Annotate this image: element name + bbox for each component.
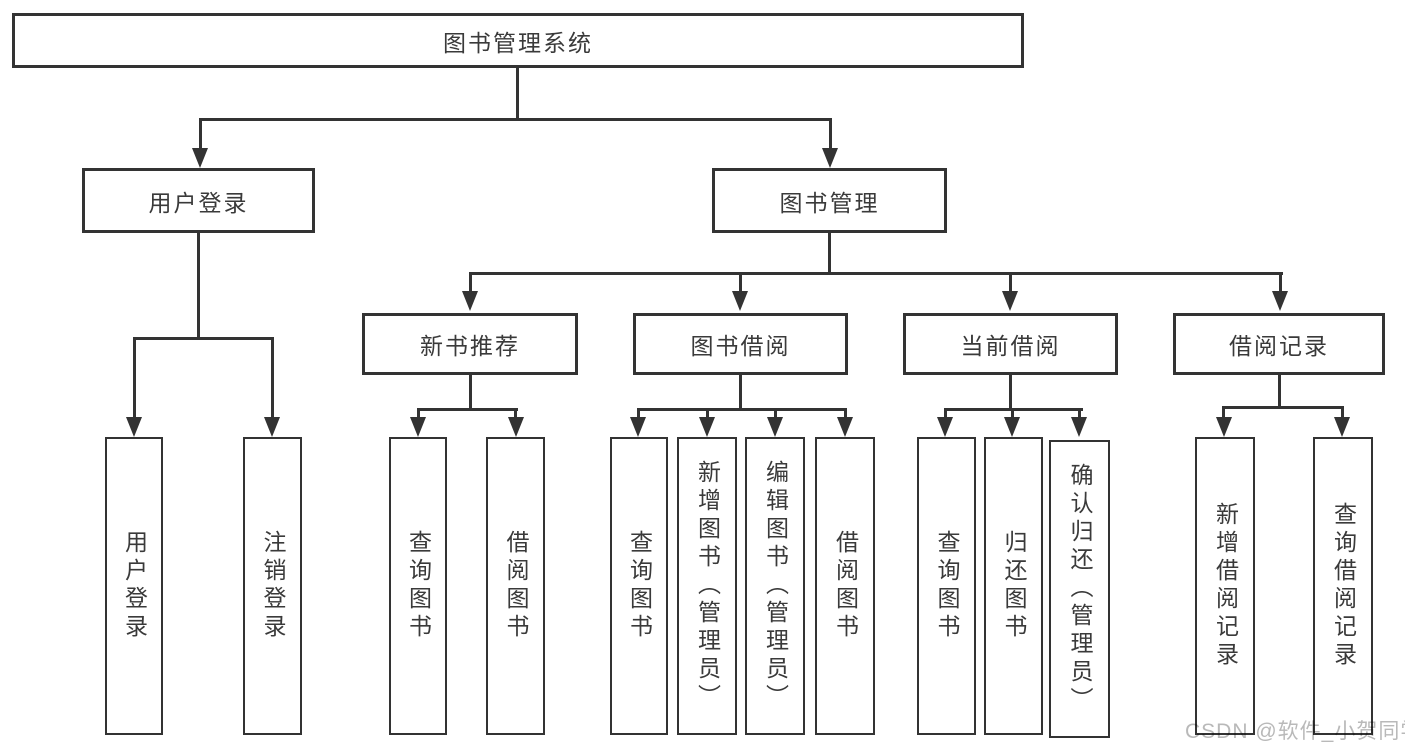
node-label: 借阅记录 <box>1229 333 1329 359</box>
connector-line <box>516 68 519 118</box>
connector-line <box>469 272 1283 275</box>
connector-line <box>637 408 847 411</box>
leaf-borrow-books: 借阅图书 <box>815 437 875 735</box>
csdn-watermark: CSDN @软件_小贺同学 <box>1185 720 1405 743</box>
connector-line <box>944 408 947 419</box>
arrowhead-down-icon <box>508 417 524 437</box>
leaf-query-books-recommend: 查询图书 <box>389 437 447 735</box>
node-label: 图书管理 <box>779 189 880 216</box>
connector-line <box>271 337 274 419</box>
arrowhead-down-icon <box>1216 417 1232 437</box>
node-label: 归还图书 <box>1001 530 1027 642</box>
leaf-edit-book-admin: 编辑图书（管理员） <box>745 437 805 735</box>
node-label: 查询图书 <box>934 530 960 642</box>
leaf-return-book: 归还图书 <box>984 437 1043 735</box>
node-label: 编辑图书（管理员） <box>762 460 789 712</box>
leaf-query-books-current: 查询图书 <box>917 437 976 735</box>
connector-line <box>1222 406 1344 409</box>
node-book-borrowing: 图书借阅 <box>633 313 848 375</box>
node-current-borrowing: 当前借阅 <box>903 313 1118 375</box>
node-label: 图书借阅 <box>690 333 791 359</box>
node-label: 借阅图书 <box>503 530 529 642</box>
leaf-logout: 注销登录 <box>243 437 302 735</box>
node-user-login: 用户登录 <box>82 168 315 233</box>
connector-line <box>1011 408 1014 419</box>
node-new-book-recommendation: 新书推荐 <box>362 313 578 375</box>
arrowhead-down-icon <box>1002 291 1018 311</box>
leaf-query-borrow-record: 查询借阅记录 <box>1313 437 1373 735</box>
node-label: 用户登录 <box>148 189 249 216</box>
leaf-user-login: 用户登录 <box>105 437 163 735</box>
node-label: 新增借阅记录 <box>1212 502 1239 670</box>
connector-line <box>844 408 847 419</box>
connector-line <box>133 337 274 340</box>
arrowhead-down-icon <box>410 417 426 437</box>
connector-line <box>1009 272 1012 293</box>
connector-line <box>706 408 709 419</box>
node-label: 借阅图书 <box>832 530 859 642</box>
node-label: 查询图书 <box>405 530 432 642</box>
connector-line <box>1341 406 1344 419</box>
leaf-borrow-books-recommend: 借阅图书 <box>486 437 545 735</box>
connector-line <box>1279 272 1282 293</box>
connector-line <box>469 272 472 293</box>
arrowhead-down-icon <box>264 417 280 437</box>
connector-line <box>1009 375 1012 408</box>
arrowhead-down-icon <box>126 417 142 437</box>
node-library-management-system: 图书管理系统 <box>12 13 1024 68</box>
node-label: 当前借阅 <box>960 333 1061 359</box>
leaf-add-borrow-record: 新增借阅记录 <box>1195 437 1255 735</box>
connector-line <box>199 118 832 121</box>
leaf-confirm-return-admin: 确认归还（管理员） <box>1049 440 1110 738</box>
connector-line <box>637 408 640 419</box>
arrowhead-down-icon <box>462 291 478 311</box>
connector-line <box>774 408 777 419</box>
arrowhead-down-icon <box>1004 417 1020 437</box>
arrowhead-down-icon <box>822 148 838 168</box>
node-book-management: 图书管理 <box>712 168 947 233</box>
node-label: 查询借阅记录 <box>1330 502 1357 670</box>
node-label: 新增图书（管理员） <box>694 460 721 712</box>
connector-line <box>828 233 831 272</box>
connector-line <box>514 408 517 419</box>
node-borrowing-records: 借阅记录 <box>1173 313 1385 375</box>
arrowhead-down-icon <box>767 417 783 437</box>
leaf-add-book-admin: 新增图书（管理员） <box>677 437 737 735</box>
connector-line <box>133 337 136 419</box>
connector-line <box>1278 375 1281 406</box>
connector-line <box>417 408 420 419</box>
leaf-query-books-borrow: 查询图书 <box>610 437 668 735</box>
connector-line <box>199 118 202 151</box>
arrowhead-down-icon <box>1272 291 1288 311</box>
connector-line <box>829 118 832 151</box>
node-label: 注销登录 <box>260 530 286 642</box>
arrowhead-down-icon <box>192 148 208 168</box>
connector-line <box>739 272 742 293</box>
connector-line <box>469 375 472 408</box>
arrowhead-down-icon <box>1071 417 1087 437</box>
arrowhead-down-icon <box>837 417 853 437</box>
node-label: 图书管理系统 <box>443 29 593 56</box>
node-label: 新书推荐 <box>420 333 520 359</box>
connector-line <box>739 375 742 408</box>
connector-line <box>417 408 518 411</box>
node-label: 查询图书 <box>626 530 653 642</box>
node-label: 确认归还（管理员） <box>1067 463 1093 715</box>
arrowhead-down-icon <box>937 417 953 437</box>
arrowhead-down-icon <box>1334 417 1350 437</box>
node-label: 用户登录 <box>121 530 148 642</box>
arrowhead-down-icon <box>732 291 748 311</box>
arrowhead-down-icon <box>699 417 715 437</box>
connector-line <box>197 233 200 337</box>
connector-line <box>1222 406 1225 419</box>
arrowhead-down-icon <box>630 417 646 437</box>
connector-line <box>1078 408 1081 419</box>
